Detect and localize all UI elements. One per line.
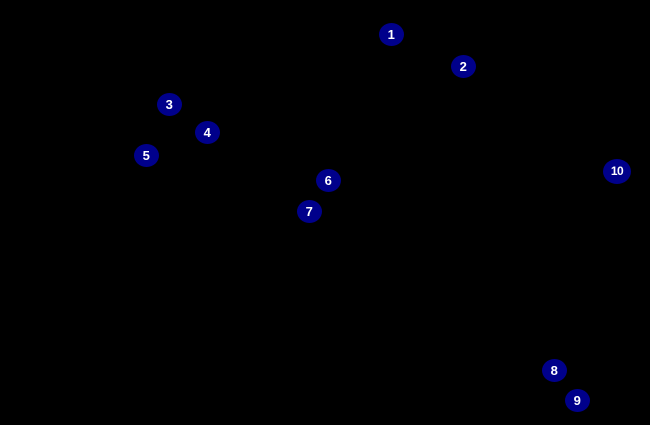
marker-label: 2 <box>459 58 467 74</box>
marker-label: 5 <box>142 147 150 163</box>
marker-label: 1 <box>387 26 395 42</box>
marker-badge-9[interactable]: 9 <box>564 388 590 412</box>
marker-badge-8[interactable]: 8 <box>541 358 567 382</box>
marker-badge-5[interactable]: 5 <box>133 143 159 167</box>
marker-label: 7 <box>305 203 313 219</box>
marker-badge-3[interactable]: 3 <box>156 92 182 116</box>
marker-label: 3 <box>165 96 173 112</box>
marker-label: 6 <box>324 172 332 188</box>
marker-badge-1[interactable]: 1 <box>378 22 404 46</box>
marker-badge-4[interactable]: 4 <box>194 120 220 144</box>
marker-label: 4 <box>203 124 211 140</box>
marker-badge-6[interactable]: 6 <box>315 168 341 192</box>
marker-label: 9 <box>573 392 581 408</box>
marker-badge-2[interactable]: 2 <box>450 54 476 78</box>
marker-label: 10 <box>610 164 624 178</box>
marker-badge-7[interactable]: 7 <box>296 199 322 223</box>
marker-label: 8 <box>550 362 558 378</box>
marker-badge-10[interactable]: 10 <box>603 158 631 184</box>
